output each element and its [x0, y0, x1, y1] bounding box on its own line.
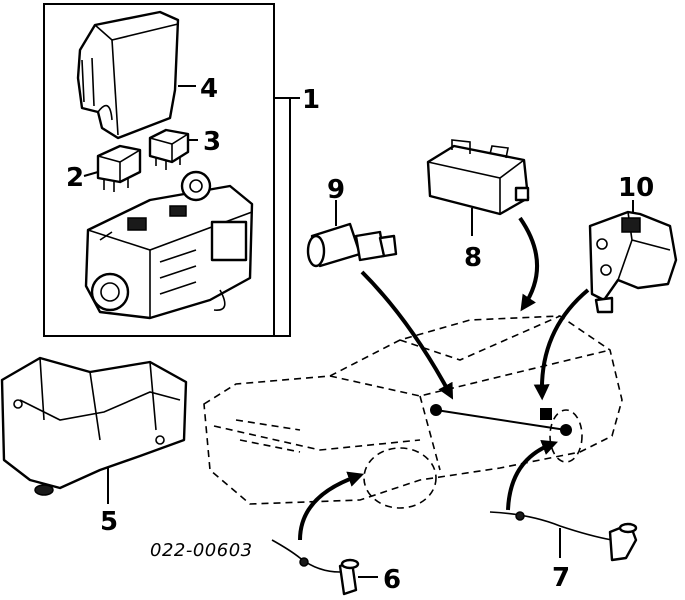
callout-8: 8 [464, 243, 482, 273]
relay-part-2 [96, 144, 142, 192]
assembly-frame [43, 3, 275, 337]
vehicle-brake-line [430, 404, 572, 436]
sensor-part-10 [588, 210, 678, 314]
diagram-code: 022-00603 [150, 540, 253, 561]
callout-10: 10 [618, 173, 654, 203]
arrow-to-part-10-location [533, 288, 590, 401]
wheel-sensor-part-6 [271, 539, 360, 596]
callout-1: 1 [302, 85, 320, 115]
sensor-part-9 [306, 222, 398, 268]
control-module-part-8 [426, 139, 530, 216]
arrow-from-part-7 [506, 439, 558, 511]
callout-5: 5 [100, 507, 118, 537]
relay-cover-part-4 [76, 10, 180, 140]
arrow-from-part-6 [298, 471, 365, 541]
vehicle-outline [203, 315, 623, 509]
wheel-sensor-part-7 [489, 511, 638, 562]
callout-3: 3 [203, 127, 221, 157]
abs-modulator-unit [84, 170, 254, 320]
assembly-bracket-1 [274, 97, 291, 337]
arrow-to-part-8-location [518, 216, 540, 312]
callout-2: 2 [66, 163, 84, 193]
relay-part-3 [148, 128, 190, 170]
callout-4: 4 [200, 74, 218, 104]
callout-6: 6 [383, 565, 401, 595]
callout-9: 9 [327, 175, 345, 205]
bracket-part-5 [0, 356, 188, 496]
arrow-to-part-9-location [360, 270, 454, 400]
callout-7: 7 [552, 563, 570, 593]
